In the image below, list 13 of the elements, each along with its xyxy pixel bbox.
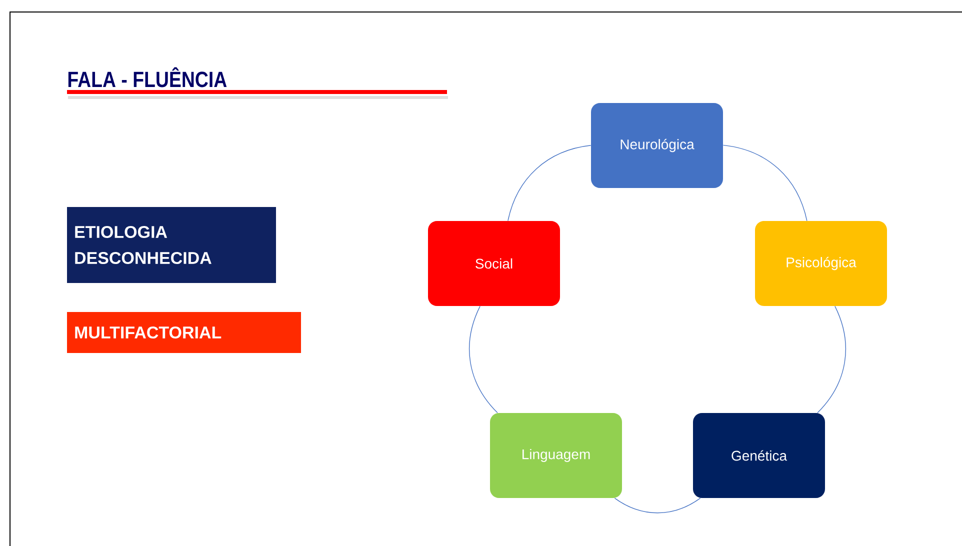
category-box: Psicológica	[755, 221, 887, 306]
category-box: Genética	[693, 413, 825, 498]
category-box: Linguagem	[490, 413, 622, 498]
category-box: Social	[428, 221, 560, 306]
label-box: ETIOLOGIA DESCONHECIDA	[67, 207, 276, 283]
category-box: Neurológica	[591, 103, 723, 188]
title: FALA - FLUÊNCIA	[68, 67, 227, 88]
cycle-arc	[469, 306, 498, 414]
label-box: MULTIFACTORIAL	[67, 312, 301, 353]
cycle-arc	[508, 145, 592, 222]
cycle-arc	[722, 144, 808, 222]
cycle-arc	[614, 498, 701, 514]
cycle-arc	[817, 306, 846, 414]
